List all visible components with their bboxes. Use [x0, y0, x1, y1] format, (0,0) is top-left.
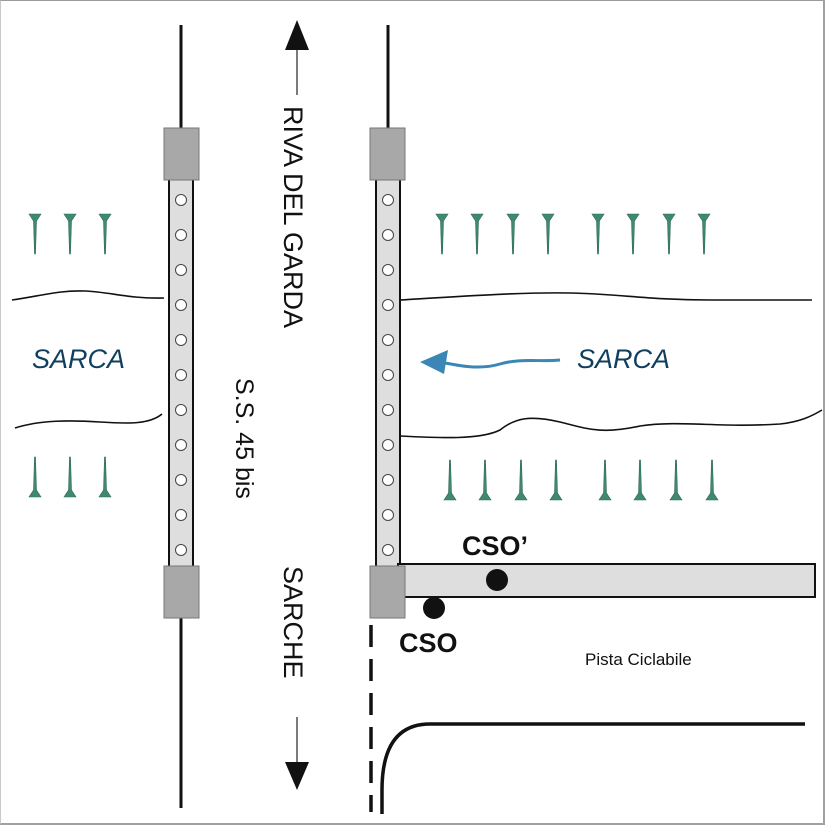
bridge-hole — [382, 229, 394, 241]
bridge-hole — [382, 439, 394, 451]
bridge-hole — [175, 439, 187, 451]
bridge-hole — [382, 369, 394, 381]
bridge-hole — [175, 334, 187, 346]
cso-prime-label: CSO’ — [462, 531, 528, 561]
reed-icon — [549, 459, 563, 501]
cso-label: CSO — [399, 628, 458, 658]
river-label-right: SARCA — [577, 344, 670, 374]
bridge-hole — [382, 474, 394, 486]
bridge-hole — [382, 194, 394, 206]
south-arrowhead — [285, 762, 309, 790]
reed-icon — [662, 213, 676, 255]
bridge-hole — [175, 194, 187, 206]
reed-icon — [63, 213, 77, 255]
reed-icon — [435, 213, 449, 255]
bridge-hole — [382, 299, 394, 311]
bridge-hole — [175, 299, 187, 311]
cso-prime-marker — [486, 569, 508, 591]
right-bridge-pier-north — [369, 127, 406, 181]
right-bridge-holes — [382, 194, 394, 556]
bridge-hole — [175, 509, 187, 521]
reed-icon — [470, 213, 484, 255]
reed-icon — [541, 213, 555, 255]
road-label: S.S. 45 bis — [230, 378, 258, 499]
river-flow-arrow-line — [439, 358, 561, 369]
cso-marker — [423, 597, 445, 619]
bridge-hole — [175, 229, 187, 241]
reed-icon — [28, 456, 42, 498]
bridge-hole — [175, 264, 187, 276]
bike-path-deck — [397, 563, 816, 598]
river-bank-left-south — [14, 413, 163, 429]
reed-icon — [98, 213, 112, 255]
reed-icon — [506, 213, 520, 255]
left-bridge-holes — [175, 194, 187, 556]
river-bank-right-south — [399, 409, 823, 439]
south-direction-label: SARCHE — [278, 566, 308, 679]
bridge-hole — [382, 509, 394, 521]
north-arrowhead — [285, 20, 309, 50]
reed-icon — [598, 459, 612, 501]
river-bank-left-north — [11, 290, 165, 301]
bridge-hole — [175, 544, 187, 556]
river-label-left: SARCA — [32, 344, 125, 374]
reed-icon — [705, 459, 719, 501]
right-bridge-pier-south — [369, 565, 406, 619]
left-bridge-pier-north — [163, 127, 200, 181]
reed-icon — [98, 456, 112, 498]
reed-icon — [697, 213, 711, 255]
reed-icon — [626, 213, 640, 255]
bridge-hole — [382, 264, 394, 276]
north-direction-label: RIVA DEL GARDA — [278, 106, 308, 328]
reeds-group — [28, 213, 719, 501]
reed-icon — [478, 459, 492, 501]
reed-icon — [669, 459, 683, 501]
reed-icon — [591, 213, 605, 255]
reed-icon — [514, 459, 528, 501]
curved-road-edge — [380, 722, 805, 814]
bridge-hole — [175, 369, 187, 381]
river-bank-right-north — [399, 292, 812, 301]
reed-icon — [443, 459, 457, 501]
bridge-hole — [175, 404, 187, 416]
reed-icon — [63, 456, 77, 498]
bridge-hole — [382, 334, 394, 346]
bridge-hole — [382, 544, 394, 556]
reed-icon — [633, 459, 647, 501]
bike-path-label: Pista Ciclabile — [585, 650, 692, 669]
river-flow-arrowhead — [420, 350, 448, 374]
bridge-hole — [382, 404, 394, 416]
left-bridge-pier-south — [163, 565, 200, 619]
reed-icon — [28, 213, 42, 255]
bridge-hole — [175, 474, 187, 486]
